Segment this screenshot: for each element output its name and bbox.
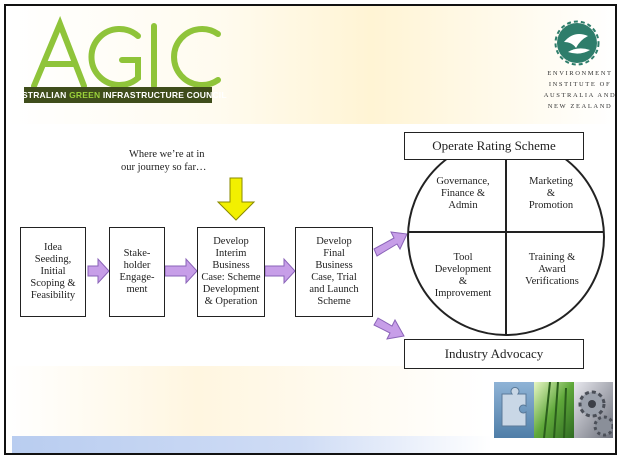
step-idea-seeding: Idea Seeding, Initial Scoping & Feasibil… (20, 227, 86, 317)
step2-line-4: ment (126, 284, 148, 295)
step2-line-2: holder (123, 260, 151, 271)
agic-banner: AUSTRALIAN GREEN INFRASTRUCTURE COUNCIL (9, 87, 227, 103)
q-bl-line-1: Tool (453, 252, 473, 263)
callout-text: Where we’re at in our journey so far… (121, 148, 261, 174)
callout-line-1: Where we’re at in (129, 149, 205, 160)
step3-line-1: Develop (213, 236, 249, 247)
agic-banner-word-3: INFRASTRUCTURE (102, 90, 185, 100)
step1-line-5: Feasibility (30, 290, 76, 301)
ieanz-logo-icon (554, 20, 600, 66)
slide-frame: AUSTRALIAN GREEN INFRASTRUCTURE COUNCIL … (4, 4, 617, 455)
step1-line-4: Scoping & (30, 278, 76, 289)
step3-line-4: Case: Scheme (201, 272, 261, 283)
quadrant-tool-development: Tool Development & Improvement (424, 252, 502, 300)
q-tl-line-3: Admin (448, 200, 478, 211)
q-tr-line-1: Marketing (529, 176, 573, 187)
step3-line-5: Development (202, 284, 260, 295)
q-br-line-2: Award (538, 264, 566, 275)
quadrant-marketing: Marketing & Promotion (514, 176, 588, 212)
q-tr-line-3: Promotion (528, 200, 574, 211)
step4-line-6: Scheme (317, 296, 351, 307)
q-tl-line-2: Finance & (440, 188, 486, 199)
step4-line-4: Case, Trial (311, 272, 357, 283)
agic-banner-word-2: GREEN (69, 90, 101, 100)
operate-rating-scheme-box: Operate Rating Scheme (404, 132, 584, 160)
q-bl-line-2: Development (434, 264, 492, 275)
header-band (6, 6, 615, 124)
q-tl-line-1: Governance, (436, 176, 490, 187)
q-bl-line-4: Improvement (434, 288, 492, 299)
arrow-to-operate (373, 231, 408, 257)
q-tr-line-2: & (546, 188, 556, 199)
quadrant-training: Training & Award Verifications (512, 252, 592, 288)
arrow-step1-step2 (87, 257, 110, 285)
callout-line-2: our journey so far… (121, 162, 207, 173)
arrow-step2-step3 (164, 257, 198, 285)
q-br-line-3: Verifications (525, 276, 579, 287)
agic-logo-letters (31, 16, 221, 89)
step3-line-6: & Operation (204, 296, 258, 307)
ieanz-line-3: AUSTRALIA AND (543, 92, 617, 99)
ieanz-line-4: NEW ZEALAND (547, 103, 613, 110)
step-stakeholder-engagement: Stake- holder Engage- ment (109, 227, 165, 317)
yellow-arrow (216, 177, 256, 221)
step-final-business-case: Develop Final Business Case, Trial and L… (295, 227, 373, 317)
step4-line-3: Business (315, 260, 353, 271)
step1-line-1: Idea (43, 242, 63, 253)
industry-advocacy-box: Industry Advocacy (404, 339, 584, 369)
arrow-to-advocacy (373, 317, 405, 340)
ieanz-line-2: INSTITUTE OF (548, 81, 612, 88)
step4-line-2: Final (323, 248, 345, 259)
step4-line-1: Develop (316, 236, 352, 247)
step4-line-5: and Launch (309, 284, 359, 295)
q-bl-line-3: & (458, 276, 468, 287)
flow-diagram-shapes (87, 138, 605, 340)
step2-line-3: Engage- (119, 272, 155, 283)
quadrant-governance: Governance, Finance & Admin (426, 176, 500, 212)
step3-line-2: Interim (215, 248, 247, 259)
ieanz-line-1: ENVIRONMENT (547, 70, 613, 77)
step1-line-2: Seeding, (34, 254, 72, 265)
operate-rating-scheme-label: Operate Rating Scheme (432, 138, 556, 153)
footer-blue-strip (12, 436, 492, 453)
step1-line-3: Initial (40, 266, 66, 277)
ieanz-wordmark: ENVIRONMENT INSTITUTE OF AUSTRALIA AND N… (540, 68, 617, 112)
step-interim-business-case: Develop Interim Business Case: Scheme De… (197, 227, 265, 317)
agic-banner-word-4: COUNCIL (186, 90, 227, 100)
step3-line-3: Business (212, 260, 250, 271)
agic-logo (31, 16, 221, 89)
step2-line-1: Stake- (123, 248, 151, 259)
agic-banner-word-1: AUSTRALIAN (9, 90, 67, 100)
industry-advocacy-label: Industry Advocacy (444, 346, 544, 361)
q-br-line-1: Training & (528, 252, 576, 263)
arrow-step3-step4 (264, 257, 296, 285)
decorative-image-strip (494, 382, 613, 438)
footer-band (6, 366, 486, 436)
